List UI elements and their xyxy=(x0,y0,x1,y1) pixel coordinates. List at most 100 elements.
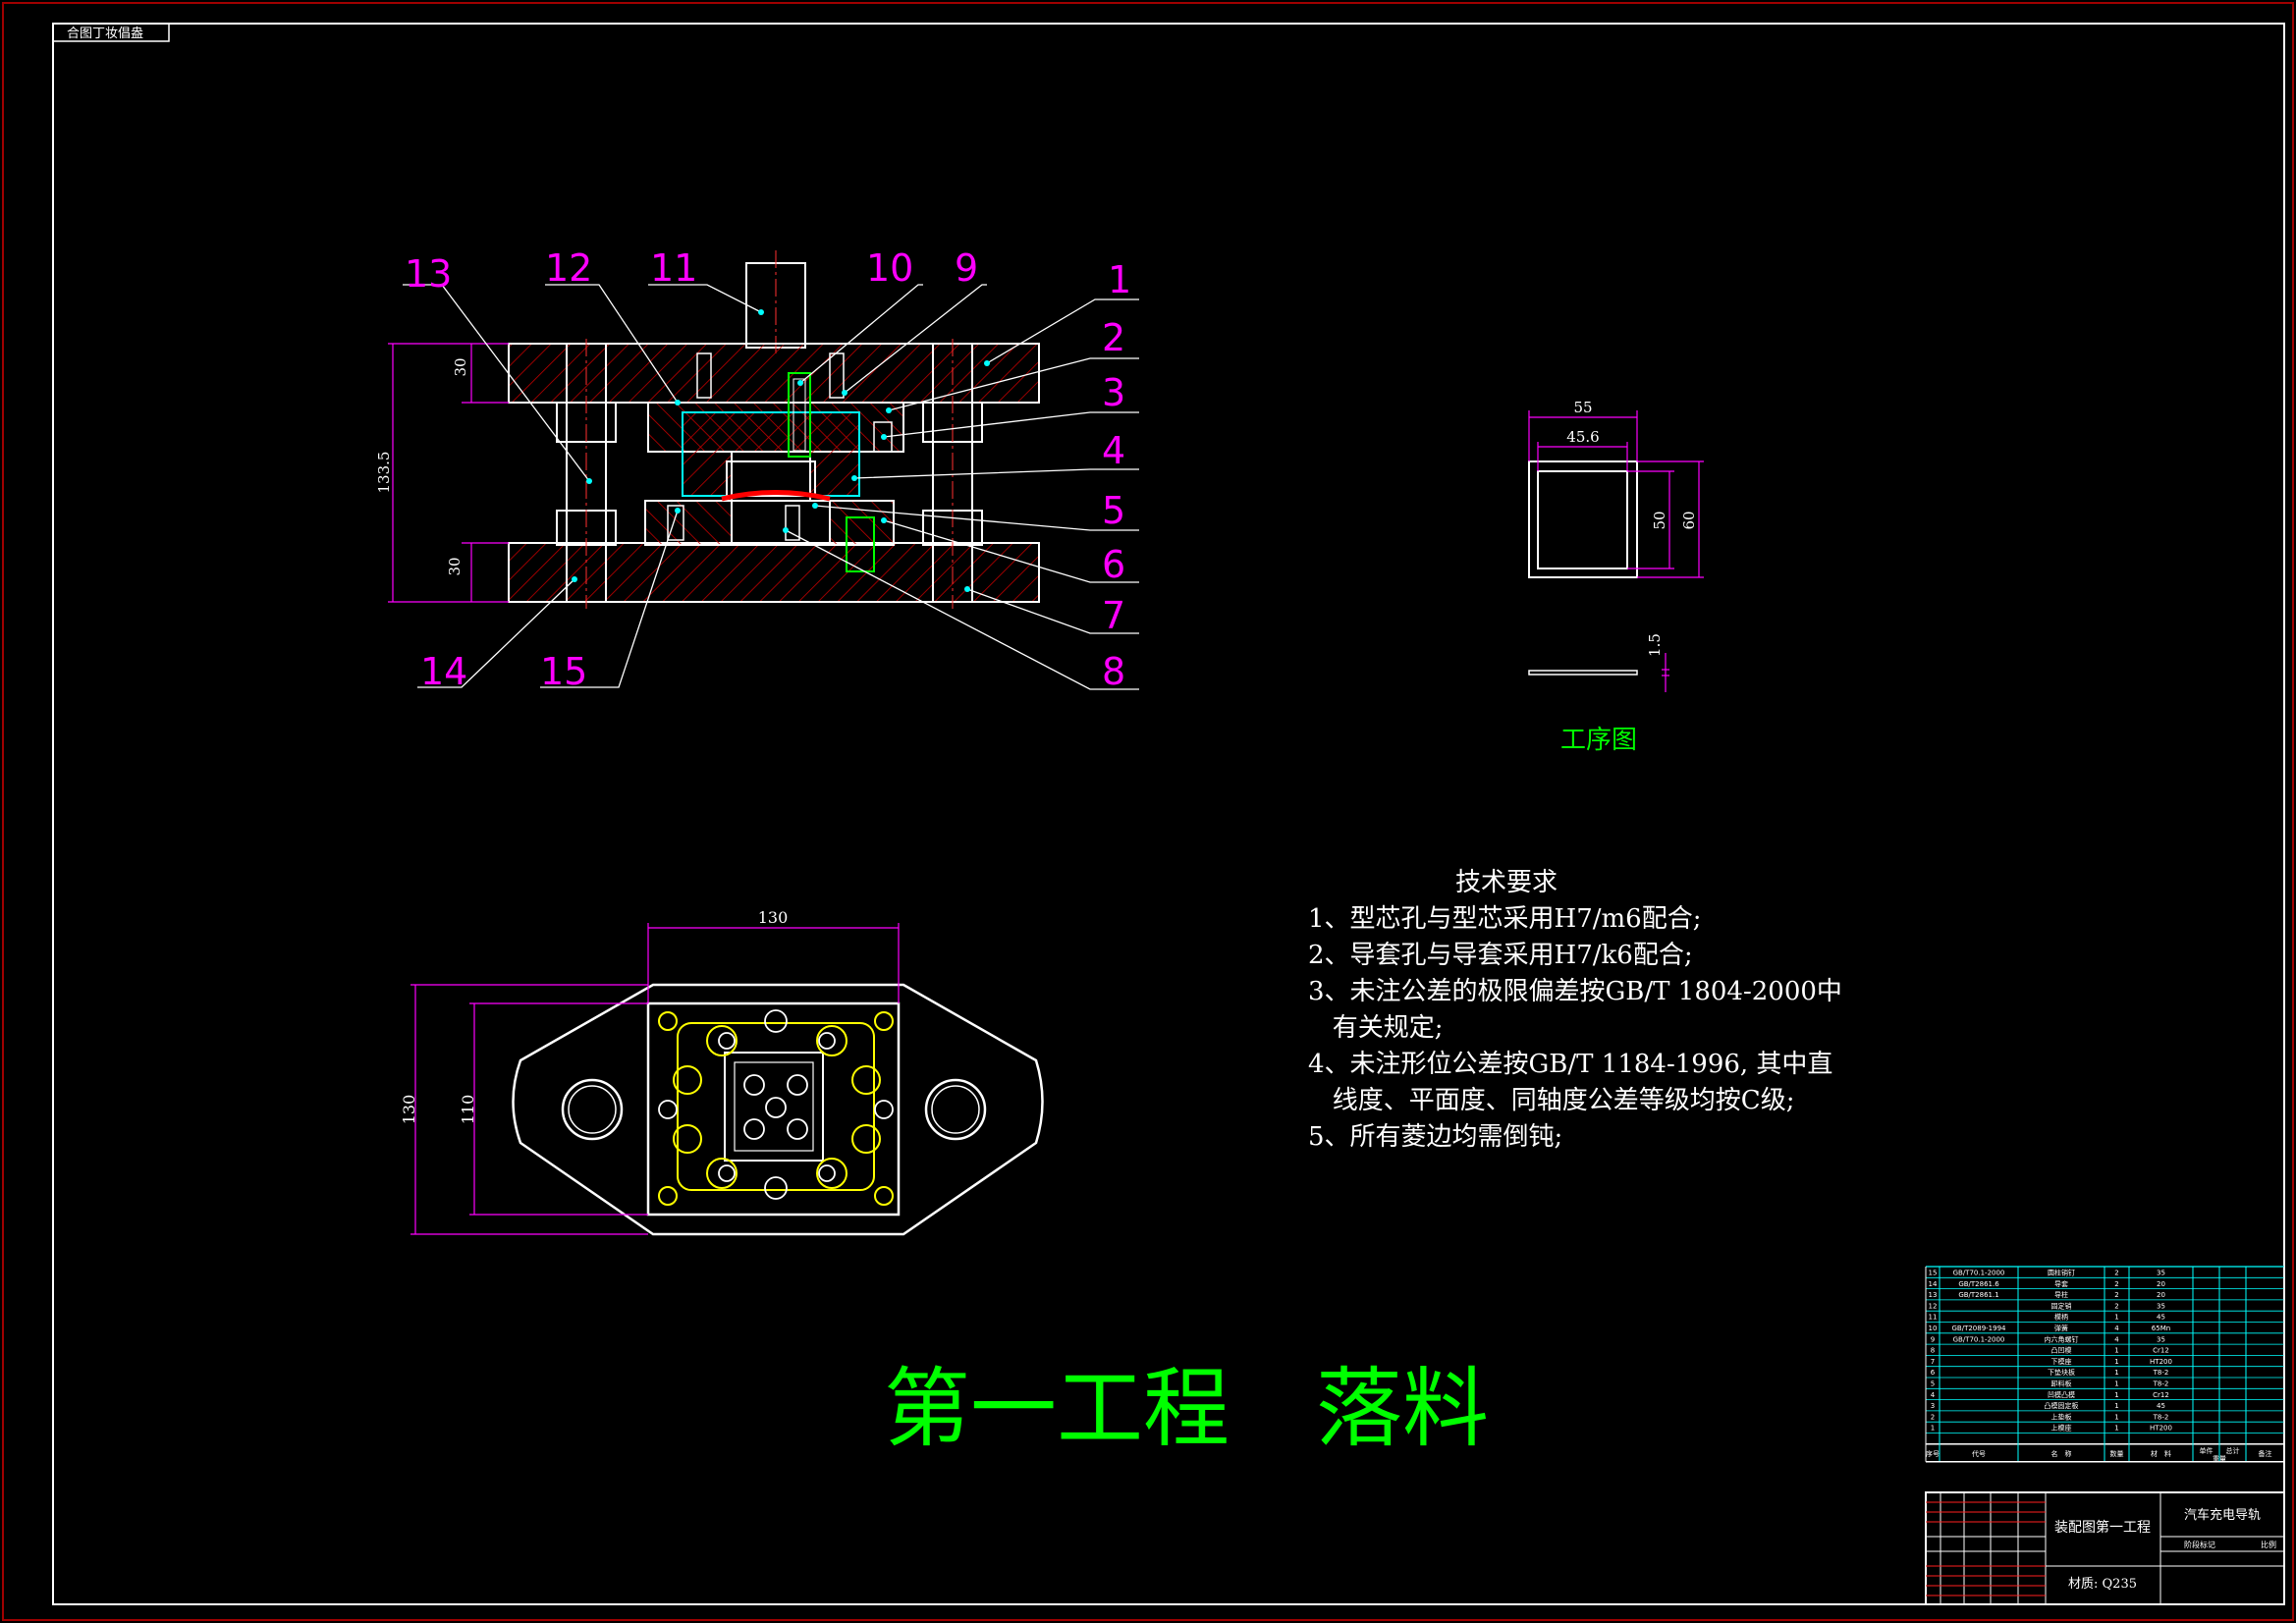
die-shank xyxy=(745,262,806,349)
bom-row-material: Cr12 xyxy=(2153,1347,2169,1355)
part-side-view xyxy=(1528,670,1638,676)
bom-header-remark: 备注 xyxy=(2259,1449,2272,1458)
die-seat-outline xyxy=(512,983,1044,1236)
die-plate-square xyxy=(646,1001,901,1217)
bom-header-material: 材 料 xyxy=(2151,1449,2171,1458)
balloon-10: 10 xyxy=(866,246,913,290)
bom-row-qty: 2 xyxy=(2114,1291,2118,1299)
upper-die-seat xyxy=(508,343,1040,404)
scale-label: 比例 xyxy=(2261,1540,2276,1549)
bom-row-name: 上模座 xyxy=(2051,1424,2072,1433)
bom-row-code: GB/T2089-1994 xyxy=(1951,1325,2006,1332)
balloon-13: 13 xyxy=(405,252,452,296)
balloon-8: 8 xyxy=(1102,650,1125,693)
bom-row-no: 14 xyxy=(1929,1280,1938,1288)
balloon-9: 9 xyxy=(955,246,978,290)
tech-line-4: 有关规定; xyxy=(1308,1013,1444,1043)
tech-requirements: 技术要求 1、型芯孔与型芯采用H7/m6配合; 2、导套孔与导套采用H7/k6配… xyxy=(1308,868,1842,1152)
bom-row-qty: 2 xyxy=(2114,1270,2118,1277)
bom-row-qty: 1 xyxy=(2114,1380,2118,1388)
dim-inner-h: 50 xyxy=(1651,511,1668,529)
bom-row-name: 凹模凸模 xyxy=(2048,1390,2075,1399)
blank-sheet xyxy=(721,490,831,502)
process-drawing: 55 45.6 50 60 1.5 工序图 xyxy=(1528,399,1704,755)
dim-thickness: 1.5 xyxy=(1646,633,1664,657)
bom-row-no: 9 xyxy=(1931,1335,1935,1343)
bom-row-name: 固定销 xyxy=(2051,1301,2072,1310)
drawing-name: 装配图第一工程 xyxy=(2054,1519,2151,1536)
section-view: 30 30 133.5 xyxy=(375,246,1139,693)
title-block-red-rows xyxy=(1926,1501,2046,1596)
bom-row-no: 5 xyxy=(1931,1380,1935,1388)
bom-row-no: 11 xyxy=(1929,1314,1938,1322)
balloon-leaders xyxy=(403,284,1139,690)
tech-line-7: 5、所有菱边均需倒钝; xyxy=(1308,1122,1562,1152)
bom-row-name: 上垫板 xyxy=(2051,1412,2072,1421)
process-caption: 工序图 xyxy=(1560,726,1637,755)
bom-row-material: 20 xyxy=(2157,1291,2165,1299)
bom-row-code: GB/T2861.1 xyxy=(1958,1291,1998,1299)
bom-row-qty: 1 xyxy=(2114,1314,2118,1322)
tech-line-1: 1、型芯孔与型芯采用H7/m6配合; xyxy=(1308,904,1701,934)
bom-row-material: 45 xyxy=(2157,1402,2165,1410)
part-inner xyxy=(1537,470,1628,569)
bom-header-code: 代号 xyxy=(1972,1449,1986,1458)
corner-tag: 合图丁妆倡盎 xyxy=(52,23,170,42)
bom-row-name: 凸凹模 xyxy=(2051,1346,2072,1355)
bom-row-material: 35 xyxy=(2157,1302,2165,1310)
spring xyxy=(788,372,811,458)
bom-row-no: 1 xyxy=(1931,1425,1935,1433)
bom-row-no: 7 xyxy=(1931,1358,1935,1366)
section-dimensions xyxy=(388,343,509,603)
bom-row-qty: 2 xyxy=(2114,1302,2118,1310)
bom-header-name: 名 称 xyxy=(2051,1449,2072,1458)
bom-row-code: GB/T70.1-2000 xyxy=(1953,1270,2005,1277)
bom-row-material: 35 xyxy=(2157,1335,2165,1343)
drawing-frame xyxy=(52,23,2285,1605)
dim-plan-height-inner: 110 xyxy=(459,1095,477,1125)
bom-row-qty: 1 xyxy=(2114,1391,2118,1399)
bom-header-qty: 数量 xyxy=(2110,1449,2124,1458)
bom-row-no: 15 xyxy=(1929,1270,1938,1277)
bom-row-material: T8-2 xyxy=(2153,1413,2169,1421)
bom-row-material: 45 xyxy=(2157,1314,2165,1322)
bom-row-no: 13 xyxy=(1929,1291,1938,1299)
bom-row-material: T8-2 xyxy=(2153,1369,2169,1377)
leader-dots xyxy=(572,309,990,592)
balloon-1: 1 xyxy=(1108,258,1131,301)
tech-line-3: 3、未注公差的极限偏差按GB/T 1804-2000中 xyxy=(1308,977,1842,1006)
bom-header-total: 总计 xyxy=(2226,1446,2240,1455)
balloon-4: 4 xyxy=(1102,429,1125,472)
bom-row-material: HT200 xyxy=(2150,1358,2172,1366)
plan-view: 130 130 110 xyxy=(400,908,1044,1236)
balloon-3: 3 xyxy=(1102,371,1125,414)
project-name: 汽车充电导轨 xyxy=(2184,1507,2261,1523)
bom-row-material: T8-2 xyxy=(2153,1380,2169,1388)
bom-row-name: 下模座 xyxy=(2051,1357,2072,1366)
bom-row-name: 模柄 xyxy=(2054,1313,2068,1322)
bom-header-no: 序号 xyxy=(1926,1449,1940,1458)
dim-total-height: 133.5 xyxy=(375,452,393,494)
bom-row-no: 8 xyxy=(1931,1347,1935,1355)
balloon-11: 11 xyxy=(650,246,697,290)
bom-row-name: 导套 xyxy=(2054,1279,2068,1288)
guide-hole-left xyxy=(561,1078,624,1141)
material-label: 材质: Q235 xyxy=(2068,1577,2137,1592)
bom-header-unit: 单件 xyxy=(2200,1446,2214,1455)
bom-row-qty: 1 xyxy=(2114,1358,2118,1366)
tech-line-2: 2、导套孔与导套采用H7/k6配合; xyxy=(1308,941,1693,970)
process-title: 第一工程 落料 xyxy=(884,1358,1489,1459)
bom-row-name: 内六角螺钉 xyxy=(2045,1334,2079,1343)
lower-die-seat xyxy=(508,542,1040,603)
bom-row-no: 10 xyxy=(1929,1325,1938,1332)
bom-row-name: 凸模固定板 xyxy=(2045,1401,2079,1410)
balloon-14: 14 xyxy=(420,650,467,693)
balloon-numbers: 1 2 3 4 5 6 7 8 9 10 11 12 13 14 15 xyxy=(405,246,1131,693)
bom-row-material: 35 xyxy=(2157,1270,2165,1277)
guide-hole-right xyxy=(924,1078,987,1141)
bom-row-code: GB/T70.1-2000 xyxy=(1953,1335,2005,1343)
balloon-7: 7 xyxy=(1102,594,1125,637)
balloon-2: 2 xyxy=(1102,316,1125,359)
bom-header-weight: 重量 xyxy=(2213,1455,2226,1463)
